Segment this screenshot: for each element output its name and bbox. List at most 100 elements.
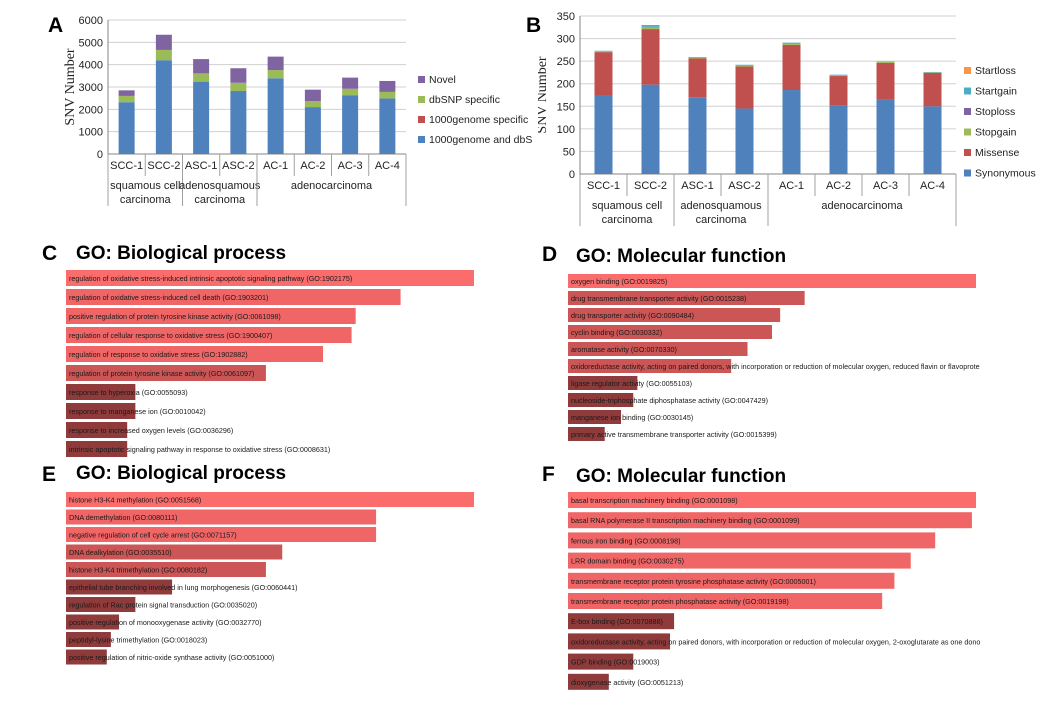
go-term-bar [568, 613, 675, 630]
bar-segment [342, 88, 359, 96]
go-term-bar [66, 365, 266, 381]
go-term-label: positive regulation of protein tyrosine … [69, 312, 281, 321]
go-term-label: histone H3-K4 methylation (GO:0051568) [69, 496, 201, 505]
x-tick-label: SCC-2 [147, 160, 180, 172]
go-term-bar [568, 552, 911, 569]
go-term-label: primary active transmembrane transporter… [571, 430, 777, 439]
y-tick-label: 250 [557, 56, 575, 68]
go-term-label: drug transporter activity (GO:0090484) [571, 311, 694, 320]
y-tick-label: 5000 [79, 37, 103, 49]
go-term-label: negative regulation of cell cycle arrest… [69, 531, 237, 540]
bar-segment [641, 29, 660, 85]
y-tick-label: 200 [557, 79, 575, 91]
legend-swatch [418, 136, 425, 143]
bar-segment [923, 106, 942, 174]
legend-label: dbSNP specific [429, 94, 500, 106]
panel-label-f: F [542, 463, 555, 486]
bar-segment [118, 90, 135, 96]
bar-segment [829, 75, 848, 77]
go-term-bar [568, 393, 634, 407]
go-term-bar [66, 403, 136, 419]
go-term-label: epithelial tube branching involved in lu… [69, 583, 298, 592]
go-term-bar [66, 346, 324, 362]
bar-segment [118, 95, 135, 103]
bar-segment [342, 95, 359, 154]
go-term-bar [568, 291, 805, 305]
bar-segment [735, 65, 754, 67]
panel-label-d: D [542, 243, 558, 266]
go-term-bar [568, 633, 670, 650]
y-tick-label: 350 [557, 11, 575, 23]
y-tick-label: 50 [563, 146, 575, 158]
bar-segment [267, 70, 284, 79]
go-term-bar [66, 327, 352, 343]
bar-segment [782, 42, 801, 44]
x-tick-label: AC-4 [375, 160, 400, 172]
go-term-bar [568, 410, 622, 424]
bar-segment [782, 44, 801, 91]
x-tick-label: SCC-2 [634, 180, 667, 192]
bar-segment [379, 91, 396, 99]
bar-segment [267, 78, 284, 154]
go-term-bar [66, 289, 401, 305]
go-term-bar [568, 376, 638, 390]
go-term-label: intrinsic apoptotic signaling pathway in… [69, 445, 330, 454]
bar-segment [594, 51, 613, 53]
go-term-label: response to hyperoxia (GO:0055093) [69, 388, 188, 397]
go-term-label: LRR domain binding (GO:0030275) [571, 557, 684, 566]
go-term-label: regulation of cellular response to oxida… [69, 331, 272, 340]
go-term-bar [568, 593, 883, 609]
go-term-bar [66, 422, 128, 438]
panel-f-title: GO: Molecular function [576, 466, 786, 487]
go-term-bar [66, 597, 136, 612]
go-term-bar [568, 653, 634, 670]
legend-swatch [964, 87, 971, 95]
go-term-bar [568, 532, 936, 549]
bar-segment [594, 52, 613, 95]
go-term-label: histone H3-K4 trimethylation (GO:0080182… [69, 566, 207, 575]
bar-segment [304, 89, 321, 102]
go-term-label: dioxygenase activity (GO:0051213) [571, 678, 683, 687]
legend-label: Startgain [975, 86, 1017, 98]
legend-label: Stopgain [975, 127, 1017, 139]
group-label: carcinoma [602, 214, 654, 226]
bar-segment [118, 102, 135, 154]
bar-segment [594, 95, 613, 174]
go-term-bar [568, 342, 748, 356]
go-term-label: regulation of protein tyrosine kinase ac… [69, 369, 254, 378]
bar-segment [688, 58, 707, 98]
go-term-bar [568, 359, 732, 373]
panel-d-title-svg: GO: Molecular function [576, 246, 786, 267]
group-label: carcinoma [696, 214, 748, 226]
panel-c-title: GO: Biological process [76, 243, 287, 264]
go-term-bar [66, 441, 128, 457]
go-term-bar [568, 512, 972, 529]
x-tick-label: AC-2 [300, 160, 325, 172]
bar-segment [688, 97, 707, 174]
legend-label: 1000genome and dbSNP [429, 134, 532, 146]
group-label: carcinoma [194, 194, 246, 206]
group-label: adenosquamous [680, 200, 762, 212]
legend-swatch [964, 108, 971, 115]
y-tick-label: 300 [557, 34, 575, 46]
go-term-bar [66, 527, 377, 542]
panel-label-c: C [42, 242, 58, 265]
go-term-label: ligase regulator activity (GO:0055103) [571, 379, 692, 388]
x-tick-label: ASC-2 [222, 160, 254, 172]
legend-swatch [964, 67, 971, 74]
go-term-label: basal transcription machinery binding (G… [571, 496, 738, 505]
group-label: squamous cell [592, 200, 662, 212]
panel-label-b: B [526, 14, 542, 37]
x-tick-label: AC-4 [920, 180, 945, 192]
go-term-label: peptidyl-lysine trimethylation (GO:00180… [69, 636, 207, 645]
go-term-label: response to manganese ion (GO:0010042) [69, 407, 206, 416]
bar-segment [230, 68, 247, 83]
go-molecular-function-chart-f: basal transcription machinery binding (G… [568, 492, 980, 690]
legend-label: Stoploss [975, 106, 1015, 118]
legend-label: Synonymous [975, 168, 1036, 180]
bar-segment [688, 57, 707, 59]
bar-segment [379, 98, 396, 154]
bar-segment [876, 62, 895, 63]
group-label: adenocarcinoma [291, 180, 373, 192]
